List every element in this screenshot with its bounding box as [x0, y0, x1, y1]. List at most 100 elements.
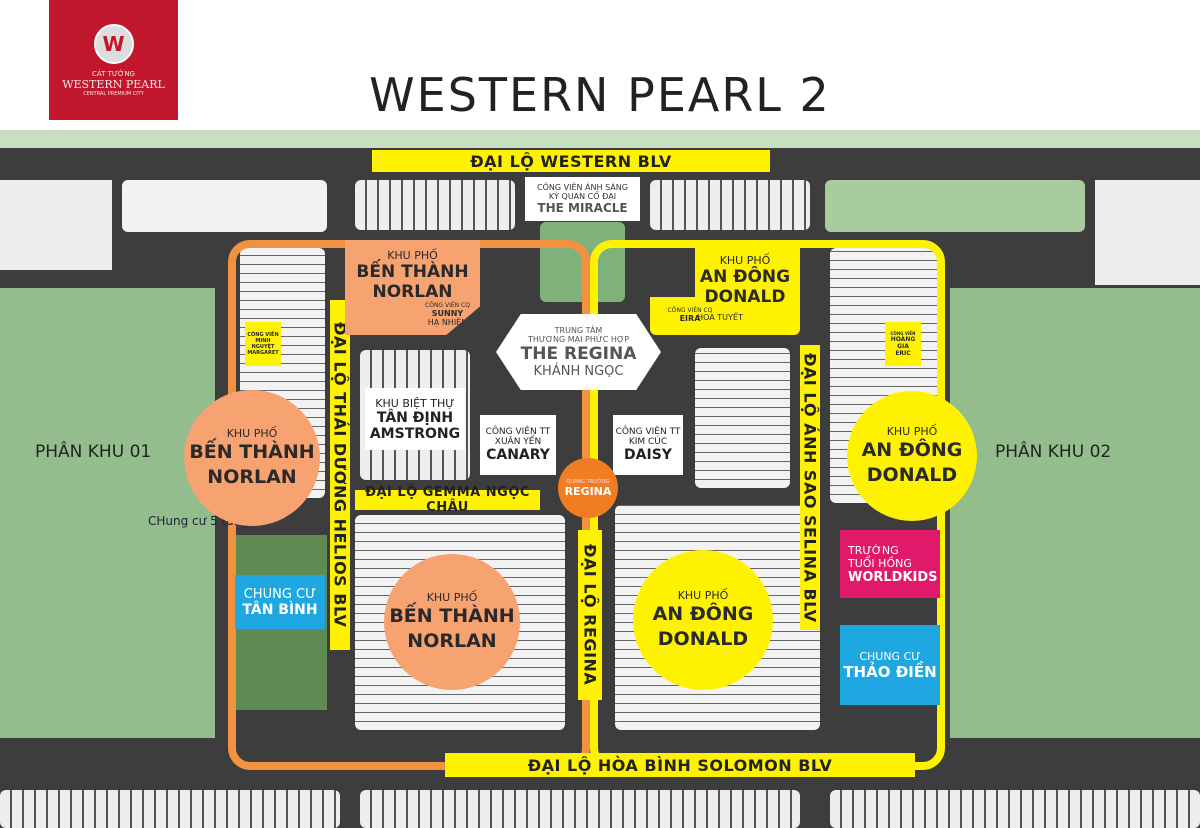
donald-block-l2: DONALD	[704, 286, 786, 307]
block	[122, 180, 327, 232]
circle-l2: DONALD	[657, 627, 749, 650]
canary-kicker: CÔNG VIÊN TT	[485, 427, 551, 437]
logo-brand: WESTERN PEARL	[62, 77, 165, 91]
donald-block-kicker: KHU PHỐ	[719, 253, 771, 267]
regina-center[interactable]: TRUNG TÂM THƯƠNG MẠI PHỨC HỢP THE REGINA…	[496, 314, 661, 390]
sunny-name: SUNNY	[431, 308, 464, 318]
top-green-strip	[0, 130, 1200, 148]
regina-l2: THƯƠNG MẠI PHỨC HỢP	[527, 334, 630, 344]
worldkids-name: WORLDKIDS	[848, 569, 938, 585]
circle-kicker: KHU PHỐ	[226, 426, 278, 440]
daisy-kicker: CÔNG VIÊN TT	[615, 427, 681, 437]
logo: W CÁT TƯỜNG WESTERN PEARL CENTRAL PREMIU…	[49, 0, 178, 120]
eric-l2: GIA	[897, 343, 909, 350]
norlan-block-l2: NORLAN	[372, 281, 453, 302]
regina-square[interactable]: QUẢNG TRƯỜNG REGINA	[558, 458, 618, 518]
sunny-sub: HẠ NHIÊN	[427, 317, 468, 327]
daisy-name: DAISY	[624, 447, 672, 463]
donald-block-l1: AN ĐÔNG	[699, 266, 791, 287]
zone-label-01: PHÂN KHU 01	[35, 442, 152, 462]
villa-kicker: KHU BIỆT THỰ	[375, 396, 455, 410]
block	[360, 790, 800, 828]
circle-l1: AN ĐÔNG	[652, 602, 754, 625]
villa-l2: AMSTRONG	[369, 425, 461, 442]
road-label-selina: ĐẠI LỘ ÁNH SAO SELINA BLV	[800, 345, 820, 630]
norlan-block[interactable]: KHU PHỐ BẾN THÀNH NORLAN CÔNG VIÊN CQ SU…	[345, 240, 480, 335]
block	[650, 180, 810, 230]
circle-l1: BẾN THÀNH	[389, 604, 515, 627]
tanbinh-name: TÂN BÌNH	[242, 601, 318, 618]
thaodien-name: THẢO ĐIỀN	[843, 662, 937, 681]
block	[695, 348, 790, 488]
right-buildings	[1095, 180, 1200, 285]
right-green-area	[950, 288, 1200, 738]
road-label-western: ĐẠI LỘ WESTERN BLV	[372, 150, 770, 172]
margaret-kicker: CÔNG VIÊN	[247, 332, 279, 338]
eira-kicker: CÔNG VIÊN CQ	[667, 306, 713, 314]
sunny-kicker: CÔNG VIÊN CQ	[425, 301, 470, 309]
eric-l3: ERIC	[895, 350, 911, 357]
eric-kicker: CÔNG VIÊN	[890, 331, 916, 336]
villa-l1: TÂN ĐỊNH	[376, 409, 454, 426]
tanbinh-apartment[interactable]: CHUNG CƯ TÂN BÌNH	[235, 575, 325, 629]
road-label-solomon: ĐẠI LỘ HÒA BÌNH SOLOMON BLV	[445, 753, 915, 777]
canary-l1: XUÂN YẾN	[494, 437, 542, 447]
miracle-label[interactable]: CÔNG VIÊN ÁNH SÁNG KỲ QUAN CỔ ĐẠI THE MI…	[525, 177, 640, 221]
block	[0, 790, 340, 828]
regina-name: THE REGINA	[520, 343, 637, 364]
logo-mark-icon: W	[93, 23, 134, 64]
eric-l1: HOÀNG	[890, 336, 916, 343]
canary-name: CANARY	[486, 447, 550, 463]
eira-sub: HOA TUYẾT	[697, 312, 743, 322]
block	[355, 180, 515, 230]
square-l1: QUẢNG TRƯỜNG	[566, 478, 610, 485]
villa-label[interactable]: KHU BIỆT THỰ TÂN ĐỊNH AMSTRONG	[365, 388, 465, 450]
eric-park[interactable]: CÔNG VIÊN HOÀNG GIA ERIC	[885, 322, 921, 366]
margaret-l1: MINH	[255, 338, 271, 344]
road-label-regina: ĐẠI LỘ REGINA	[578, 530, 602, 700]
miracle-l2: KỲ QUAN CỔ ĐẠI	[548, 192, 617, 201]
park-block	[825, 180, 1085, 232]
thaodien-apartment[interactable]: CHUNG CƯ THẢO ĐIỀN	[840, 625, 940, 705]
daisy-l1: KIM CÚC	[628, 437, 668, 447]
logo-brand-top: CÁT TƯỜNG	[92, 69, 135, 78]
regina-l1: TRUNG TÂM	[554, 325, 603, 335]
worldkids-l2: TUỔI HỒNG	[848, 556, 912, 570]
logo-tagline: CENTRAL PREMIUM CITY	[83, 90, 144, 97]
circle-l1: AN ĐÔNG	[861, 438, 963, 461]
canary-label[interactable]: CÔNG VIÊN TT XUÂN YẾN CANARY	[480, 415, 556, 475]
left-green-area	[0, 288, 215, 738]
eira-name: EIRA	[679, 313, 701, 323]
norlan-circle-left[interactable]: KHU PHỐ BẾN THÀNH NORLAN	[184, 390, 320, 526]
norlan-circle-center[interactable]: KHU PHỐ BẾN THÀNH NORLAN	[384, 554, 520, 690]
thaodien-kicker: CHUNG CƯ	[859, 649, 921, 663]
regina-sub: KHÁNH NGỌC	[533, 363, 624, 379]
miracle-name: THE MIRACLE	[537, 201, 628, 215]
circle-kicker: KHU PHỐ	[677, 588, 729, 602]
circle-kicker: KHU PHỐ	[426, 590, 478, 604]
norlan-block-kicker: KHU PHỐ	[387, 248, 438, 262]
circle-l2: NORLAN	[407, 629, 497, 652]
circle-kicker: KHU PHỐ	[886, 424, 938, 438]
circle-l1: BẾN THÀNH	[189, 440, 315, 463]
donald-circle-center[interactable]: KHU PHỐ AN ĐÔNG DONALD	[633, 550, 773, 690]
zone-label-02: PHÂN KHU 02	[995, 442, 1112, 462]
road-label-gemma: ĐẠI LỘ GEMMA NGỌC CHÂU	[355, 485, 540, 515]
page-title: WESTERN PEARL 2	[369, 68, 831, 122]
daisy-label[interactable]: CÔNG VIÊN TT KIM CÚC DAISY	[613, 415, 683, 475]
miracle-l1: CÔNG VIÊN ÁNH SÁNG	[537, 183, 628, 192]
worldkids-l1: TRƯỜNG	[848, 543, 899, 557]
square-name: REGINA	[564, 484, 612, 498]
margaret-l2: NGUYỆT	[251, 344, 275, 350]
margaret-park[interactable]: CÔNG VIÊN MINH NGUYỆT MARGARET	[245, 322, 281, 366]
road-label-helios: ĐẠI LỘ THÁI DƯƠNG HELIOS BLV	[330, 300, 350, 650]
circle-l2: NORLAN	[207, 465, 297, 488]
circle-l2: DONALD	[866, 463, 958, 486]
donald-circle-right[interactable]: KHU PHỐ AN ĐÔNG DONALD	[847, 391, 977, 521]
worldkids-school[interactable]: TRƯỜNG TUỔI HỒNG WORLDKIDS	[840, 530, 940, 598]
margaret-l3: MARGARET	[247, 350, 279, 356]
tanbinh-kicker: CHUNG CƯ	[243, 586, 317, 602]
norlan-block-l1: BẾN THÀNH	[356, 261, 469, 282]
left-buildings	[0, 180, 112, 270]
block	[830, 790, 1200, 828]
